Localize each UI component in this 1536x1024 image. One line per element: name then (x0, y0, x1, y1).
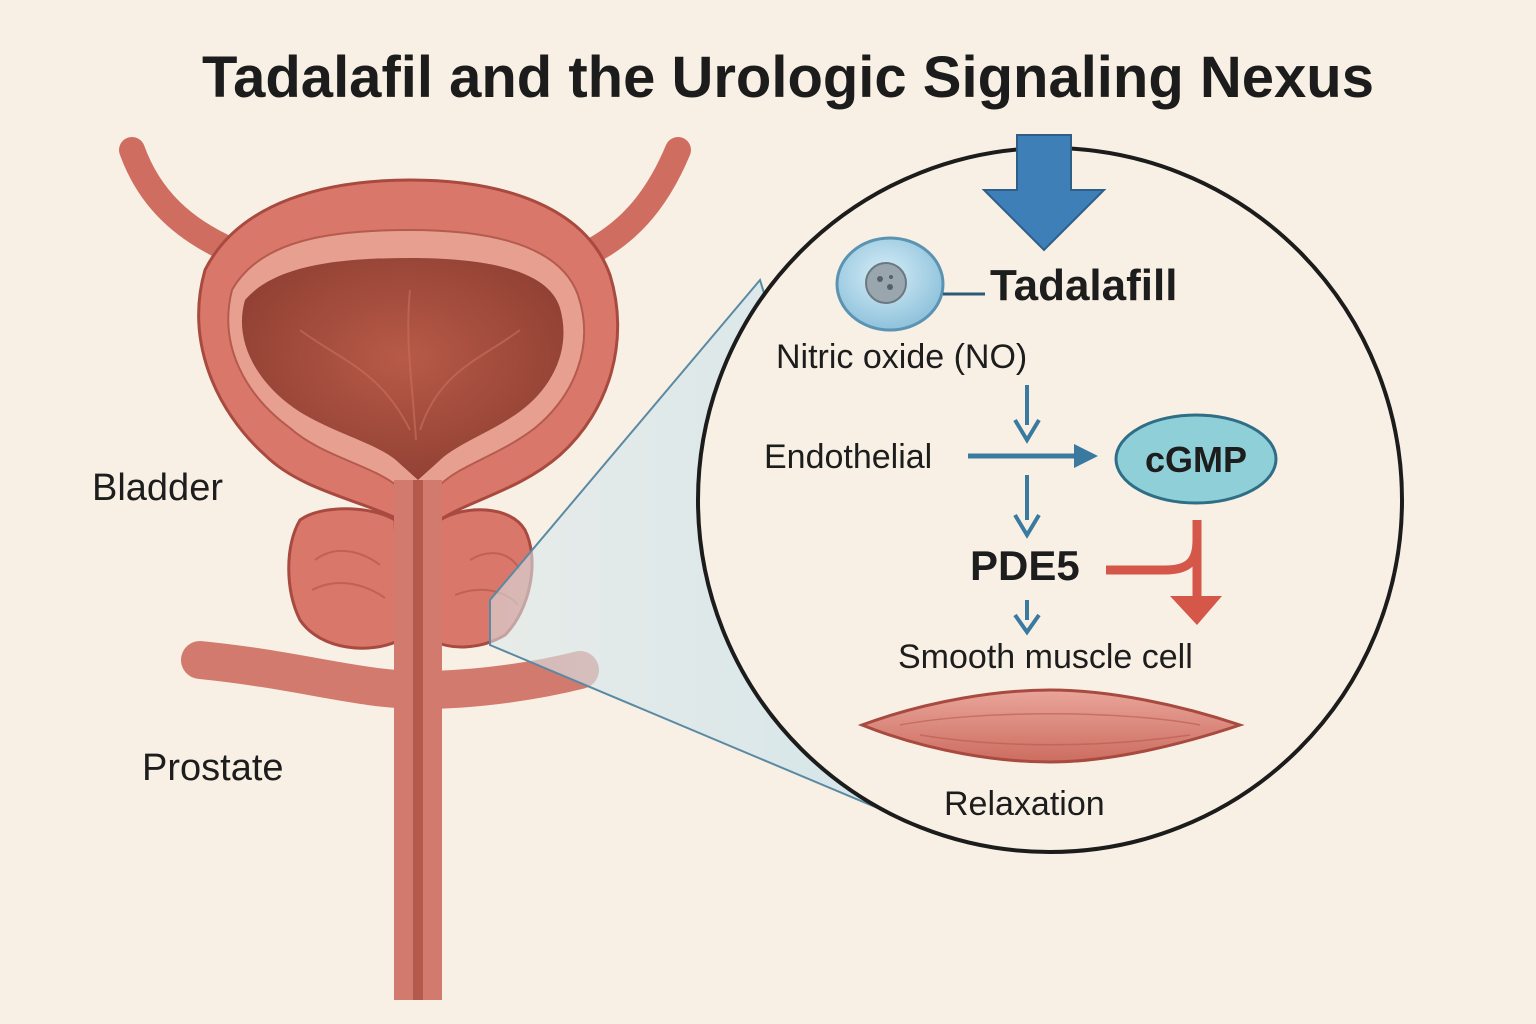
nitric-oxide-label: Nitric oxide (NO) (776, 338, 1027, 376)
bladder-lumen (241, 258, 564, 480)
cell-icon (835, 236, 985, 332)
prostate-left-lobe (287, 507, 402, 650)
down-arrow-icon (981, 134, 1107, 252)
inhibition-arrow (1106, 520, 1222, 625)
endothelial-label: Endothelial (764, 438, 932, 476)
cgmp-bubble (1114, 413, 1278, 505)
pelvic-duct (181, 641, 599, 710)
pde5-label: PDE5 (970, 542, 1080, 589)
relaxation-label: Relaxation (944, 785, 1105, 823)
right-ureter (572, 137, 691, 268)
smooth-muscle-label: Smooth muscle cell (898, 638, 1193, 676)
drug-label: Tadalafill (990, 261, 1177, 310)
cgmp-label: cGMP (1145, 439, 1247, 480)
page-title: Tadalafil and the Urologic Signaling Nex… (202, 45, 1374, 110)
prostate-label: Prostate (142, 747, 284, 789)
bladder-label: Bladder (92, 467, 223, 509)
left-ureter (119, 137, 243, 263)
pathway-arrows (968, 385, 1098, 636)
anatomy-illustration (119, 137, 691, 1000)
smooth-muscle-cell (857, 688, 1245, 764)
